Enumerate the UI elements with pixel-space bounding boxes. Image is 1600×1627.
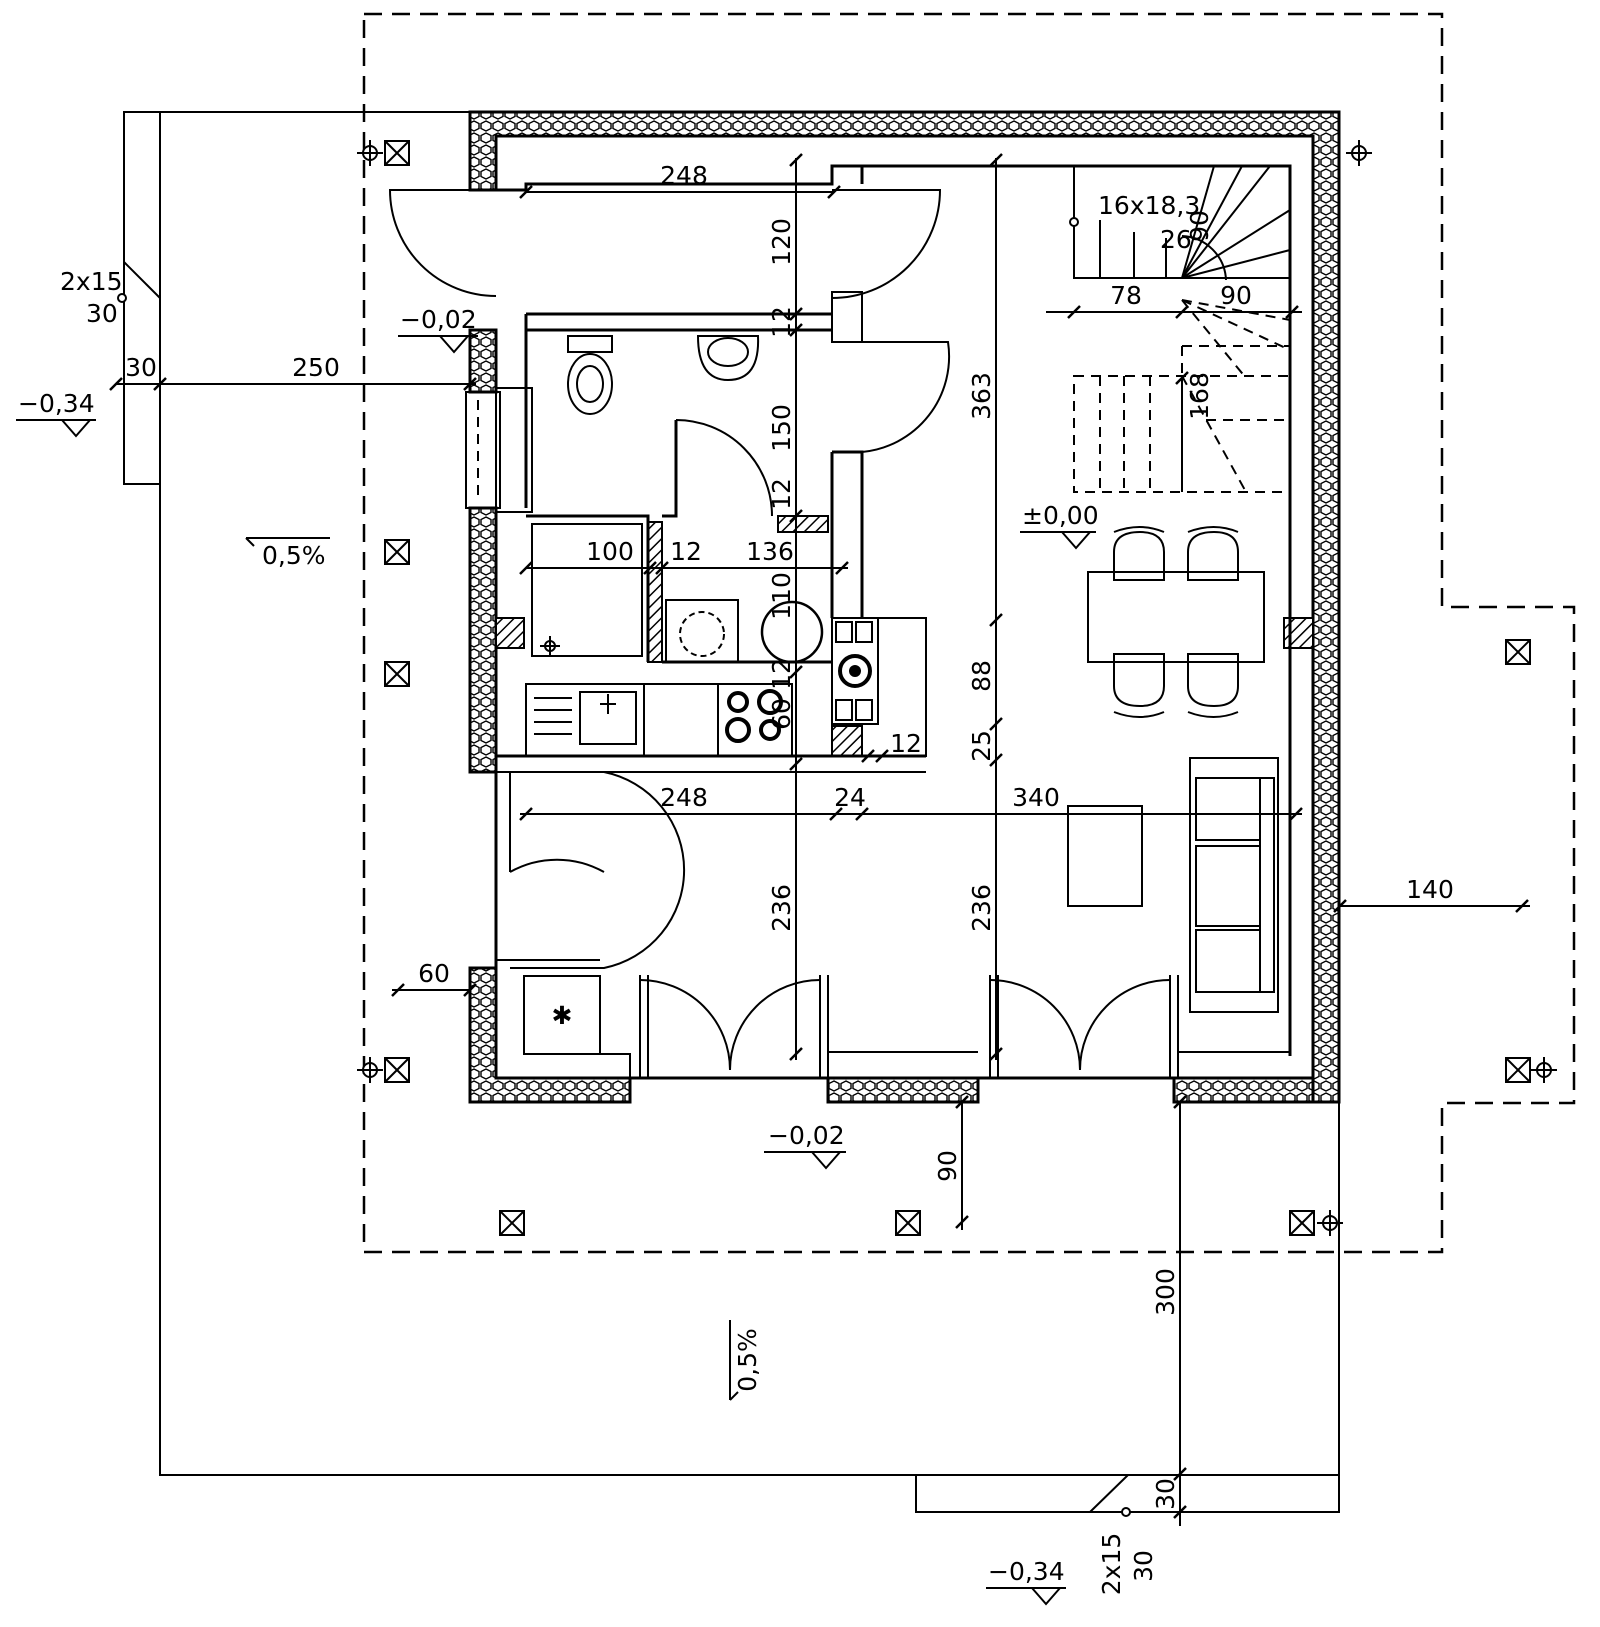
level-floor: ±0,00	[1022, 501, 1099, 530]
wardrobe-symbol: ✱	[552, 1001, 573, 1030]
stove	[717, 683, 793, 757]
toilet	[567, 353, 613, 415]
dim-shower-width: 100	[586, 537, 634, 566]
kitchen-counter	[525, 683, 793, 757]
coffee-table	[1067, 805, 1143, 907]
dim-top-hall-width: 248	[660, 161, 708, 190]
dim-living-height: 363	[967, 372, 996, 420]
dim-wardrobe-depth: 60	[418, 959, 450, 988]
dim-stair-landing: 90	[1220, 281, 1252, 310]
dim-right-overhang: 140	[1406, 875, 1454, 904]
exterior-wall-bottom-mid	[826, 1076, 980, 1104]
dim-upper-vertical: 120	[767, 218, 796, 266]
level-porch-left: −0,34	[18, 389, 95, 418]
kitchen-sink	[579, 691, 637, 745]
terrace-door-left	[639, 979, 821, 1071]
terrace-door-right	[989, 979, 1171, 1071]
dim-left-porch: 250	[292, 353, 340, 382]
shower-tray	[531, 523, 643, 657]
bottom-steps	[915, 1474, 1340, 1513]
dim-stair-run: 78	[1110, 281, 1142, 310]
exterior-wall-bottom-right	[1172, 1076, 1315, 1104]
slope-front: 0,5%	[733, 1328, 762, 1392]
dining-chairs	[1113, 526, 1239, 718]
steps-bottom-spec: 2x15	[1097, 1533, 1126, 1596]
dim-stair-width: 90	[1185, 210, 1214, 242]
dim-wall-25: 25	[967, 730, 996, 762]
washbasin	[696, 335, 760, 382]
dim-stair-height: 168	[1185, 372, 1214, 420]
level-ground-bottom: −0,34	[988, 1557, 1065, 1586]
window-left	[465, 391, 501, 509]
dining-table	[1087, 571, 1265, 663]
partition-hatched	[647, 521, 663, 663]
dim-kitchen-depth: 60	[767, 698, 796, 730]
terrace-outline	[159, 111, 1340, 1476]
roof-overhang-outline	[362, 12, 1576, 1254]
level-terrace-front: −0,02	[768, 1121, 845, 1150]
dimension-lines	[109, 153, 1530, 1526]
dim-counter-gap: 12	[890, 729, 922, 758]
dim-living-width: 340	[1012, 783, 1060, 812]
stair-count-rise: 16x18,3	[1098, 191, 1200, 220]
dim-bottom-step: 30	[1151, 1478, 1180, 1510]
dim-left-room-height: 236	[767, 884, 796, 932]
exterior-wall-left-middle	[468, 506, 498, 774]
boiler	[665, 599, 739, 663]
dim-terrace-depth: 300	[1151, 1268, 1180, 1316]
dim-mid-vertical-wall: 12	[767, 478, 796, 510]
dim-kitchen-vertical: 110	[767, 572, 796, 620]
dim-bath-vertical: 150	[767, 404, 796, 452]
toilet-tank	[567, 335, 613, 353]
pillar-right	[1283, 617, 1314, 649]
steps-bottom-depth: 30	[1129, 1550, 1158, 1582]
stair-tread: 26	[1160, 225, 1192, 254]
water-heater	[760, 600, 824, 664]
dim-lower-left-width: 248	[660, 783, 708, 812]
dim-right-room-height: 236	[967, 884, 996, 932]
pillar-left	[495, 617, 525, 649]
dim-bath-width: 136	[746, 537, 794, 566]
level-entrance: −0,02	[400, 305, 477, 334]
steps-left-spec: 2x15	[60, 267, 123, 296]
dim-lower-wall: 24	[834, 783, 866, 812]
dim-partition: 12	[670, 537, 702, 566]
exterior-wall-left-upper	[468, 328, 498, 394]
left-steps	[123, 111, 161, 485]
slope-left: 0,5%	[262, 541, 326, 570]
entry-door	[388, 189, 497, 297]
dim-kitchen-wall: 12	[767, 658, 796, 690]
dim-left-wall: 30	[125, 353, 157, 382]
steps-left-depth: 30	[86, 299, 118, 328]
dim-upper-vertical-wall: 12	[767, 306, 796, 338]
exterior-wall-left-lower	[468, 966, 632, 1104]
sofa	[1189, 757, 1279, 1013]
dim-dining-height: 88	[967, 660, 996, 692]
level-markers	[16, 335, 1096, 1606]
dim-front-overhang: 90	[933, 1150, 962, 1182]
